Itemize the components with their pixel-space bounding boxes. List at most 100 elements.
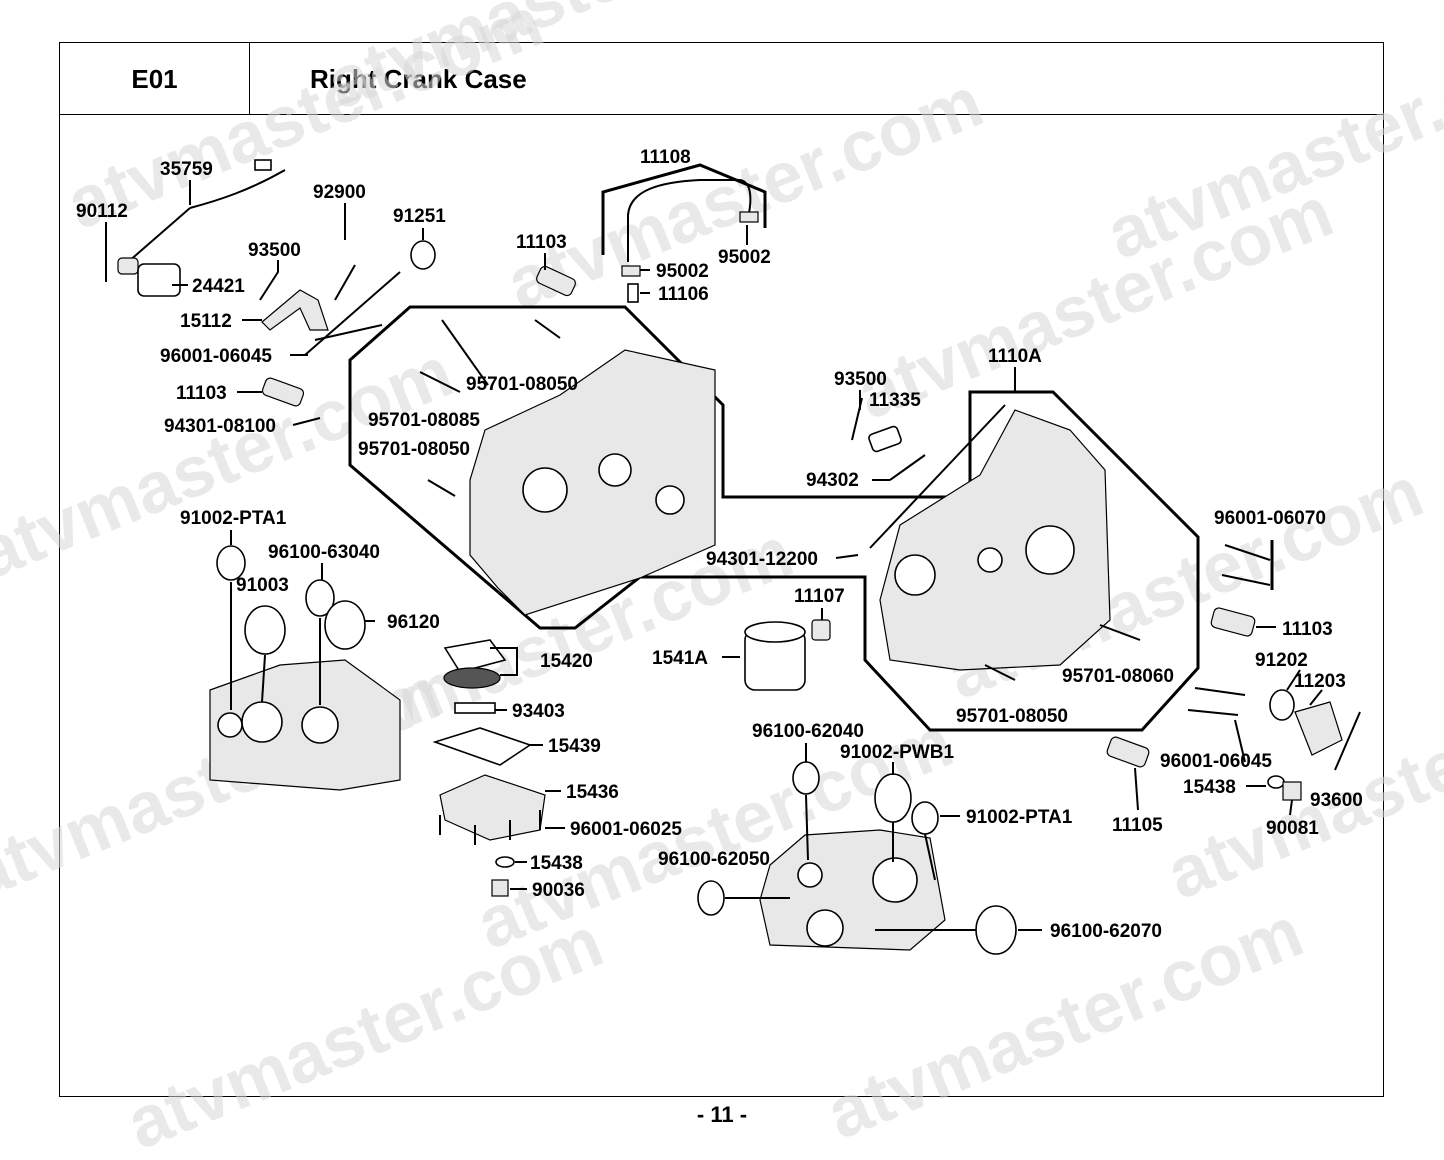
part-callout-93600: 93600 bbox=[1310, 790, 1363, 811]
left-crank-case-half bbox=[879, 409, 1111, 671]
bolt bbox=[1194, 687, 1246, 696]
part-callout-96001-06045: 96001-06045 bbox=[160, 346, 272, 367]
bearing bbox=[305, 579, 335, 617]
hose-clamp bbox=[621, 265, 641, 277]
oil-seal bbox=[1269, 689, 1295, 721]
case-bolt bbox=[427, 479, 456, 497]
part-callout-91002-PWB1: 91002-PWB1 bbox=[840, 742, 954, 763]
breather-hose bbox=[627, 179, 752, 262]
case-bore bbox=[522, 467, 568, 513]
drain-plug bbox=[1282, 781, 1302, 801]
strainer-cover bbox=[439, 774, 546, 841]
bearing bbox=[324, 600, 366, 650]
breather-fitting bbox=[627, 283, 639, 303]
case-bore bbox=[1025, 525, 1075, 575]
o-ring bbox=[495, 856, 515, 868]
case-bore bbox=[598, 453, 632, 487]
leader bbox=[490, 647, 518, 676]
sensor-cable bbox=[189, 169, 286, 209]
leader bbox=[1134, 767, 1139, 811]
oil-filter-top bbox=[744, 621, 806, 643]
part-callout-11335: 11335 bbox=[869, 390, 921, 411]
filter-fitting bbox=[811, 619, 831, 641]
case-bolt bbox=[869, 404, 1006, 549]
case-bore bbox=[872, 857, 918, 903]
callout-leaders bbox=[105, 180, 1323, 931]
bearing bbox=[244, 605, 286, 655]
header-code-cell bbox=[59, 42, 250, 115]
oil-seal bbox=[216, 545, 246, 581]
part-callout-93500-b: 93500 bbox=[834, 369, 887, 390]
bearing bbox=[874, 773, 912, 823]
part-callout-96120: 96120 bbox=[387, 612, 440, 633]
part-callout-24421: 24421 bbox=[192, 276, 245, 297]
bolt bbox=[314, 324, 383, 341]
leader bbox=[924, 833, 936, 881]
hose-clamp bbox=[739, 211, 759, 223]
part-callout-11203: 11203 bbox=[1294, 671, 1346, 692]
part-callout-95701-08050-c: 95701-08050 bbox=[956, 706, 1068, 727]
case-bore bbox=[241, 701, 283, 743]
part-callout-11107: 11107 bbox=[794, 586, 845, 607]
part-callout-95002-b: 95002 bbox=[718, 247, 771, 268]
part-callout-92900: 92900 bbox=[313, 182, 366, 203]
oil-seal bbox=[410, 240, 436, 270]
right-crank-case-half-upper bbox=[469, 349, 716, 616]
part-callout-95701-08050-b: 95701-08050 bbox=[358, 439, 470, 460]
case-bore bbox=[655, 485, 685, 515]
part-callout-93500: 93500 bbox=[248, 240, 301, 261]
oil-seal bbox=[911, 801, 939, 835]
part-callout-95701-08060: 95701-08060 bbox=[1062, 666, 1174, 687]
case-bore bbox=[806, 909, 844, 947]
part-callout-96001-06045-b: 96001-06045 bbox=[1160, 751, 1272, 772]
bolt bbox=[304, 271, 401, 356]
leader bbox=[292, 417, 321, 426]
header-rule bbox=[59, 114, 1384, 115]
leader bbox=[1234, 719, 1246, 763]
part-callout-15438: 15438 bbox=[530, 853, 583, 874]
case-bolt bbox=[441, 319, 489, 386]
bolt bbox=[334, 264, 356, 301]
left-case-group-outline bbox=[348, 305, 1200, 732]
part-callout-91202: 91202 bbox=[1255, 650, 1308, 671]
oil-seal bbox=[792, 761, 820, 795]
part-callout-11106: 11106 bbox=[658, 284, 709, 305]
bolt bbox=[1221, 574, 1271, 586]
screw-pair bbox=[454, 702, 496, 714]
case-bore bbox=[894, 554, 936, 596]
leader bbox=[1286, 669, 1301, 691]
oil-seal bbox=[697, 880, 725, 916]
case-bore bbox=[217, 712, 243, 738]
shift-fork bbox=[261, 289, 329, 331]
part-callout-94302: 94302 bbox=[806, 470, 859, 491]
bolt bbox=[1334, 711, 1361, 771]
dowel-pin bbox=[536, 265, 576, 297]
part-callout-15438-b: 15438 bbox=[1183, 777, 1236, 798]
dowel-pin bbox=[1210, 607, 1256, 637]
part-callout-15112: 15112 bbox=[180, 311, 232, 332]
gasket-plate bbox=[137, 263, 181, 297]
part-callout-91002-PTA1-b: 91002-PTA1 bbox=[966, 807, 1073, 828]
part-callout-91002-PTA1: 91002-PTA1 bbox=[180, 508, 287, 529]
part-callout-94301-12200: 94301-12200 bbox=[706, 549, 818, 570]
part-callout-15439: 15439 bbox=[548, 736, 601, 757]
plate bbox=[868, 425, 902, 453]
part-callout-95701-08050: 95701-08050 bbox=[466, 374, 578, 395]
part-callout-96100-62050: 96100-62050 bbox=[658, 849, 770, 870]
cover-gasket bbox=[432, 727, 532, 766]
part-callout-96100-63040: 96100-63040 bbox=[268, 542, 380, 563]
cover-plate bbox=[1294, 701, 1343, 756]
part-callout-96100-62040: 96100-62040 bbox=[752, 721, 864, 742]
part-callout-95701-08085: 95701-08085 bbox=[368, 410, 480, 431]
part-callout-15436: 15436 bbox=[566, 782, 619, 803]
section-code: E01 bbox=[131, 64, 178, 94]
leader bbox=[261, 654, 266, 703]
strainer-screen bbox=[443, 667, 501, 689]
part-callout-11105: 11105 bbox=[1112, 815, 1163, 836]
part-callout-1541A: 1541A bbox=[652, 648, 708, 669]
part-callout-95002: 95002 bbox=[656, 261, 709, 282]
part-callout-94301-08100: 94301-08100 bbox=[164, 416, 276, 437]
o-ring bbox=[1267, 775, 1285, 789]
part-callout-15420: 15420 bbox=[540, 651, 593, 672]
watermark-text: atvmaster.com bbox=[56, 0, 554, 245]
